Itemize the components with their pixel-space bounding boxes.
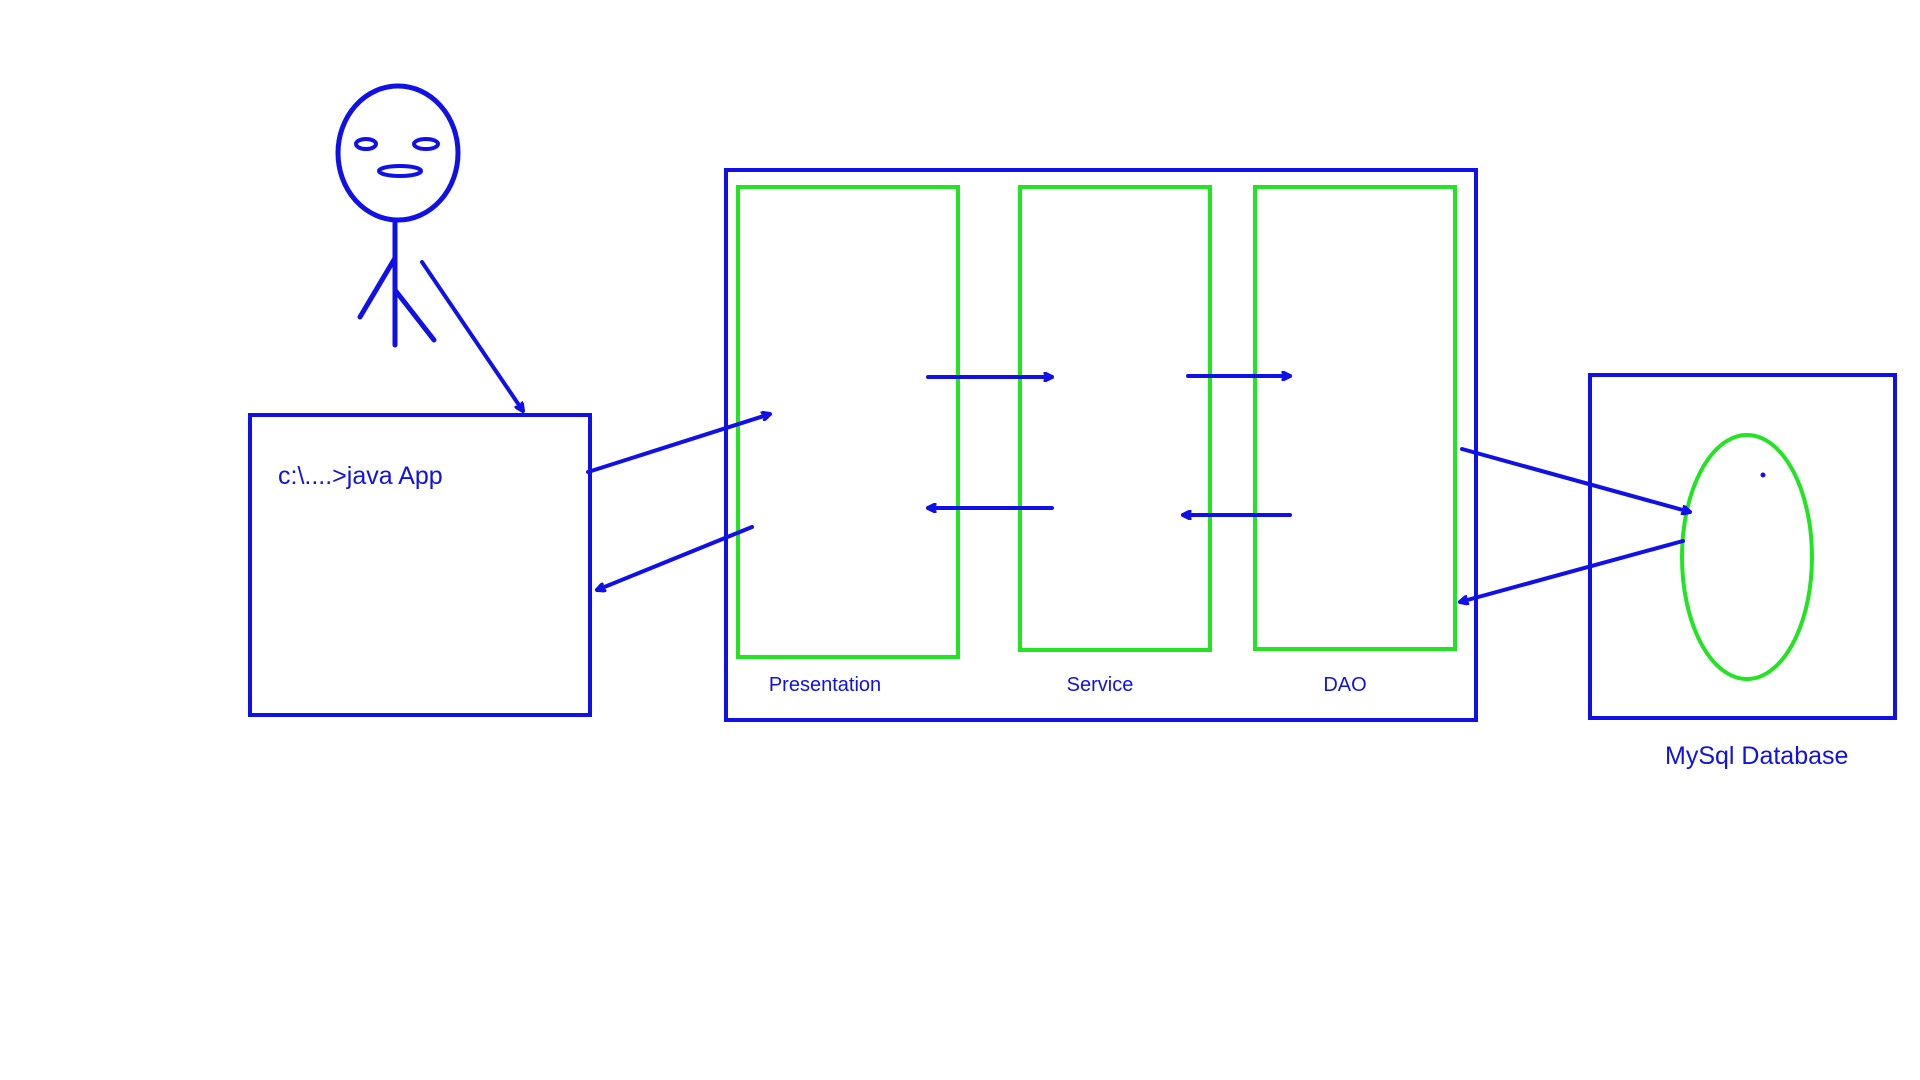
dao-layer-label: DAO	[1323, 674, 1366, 696]
database-to-dao-arrow	[1460, 539, 1685, 602]
user-right-leg	[392, 287, 437, 343]
presentation-layer-label: Presentation	[769, 674, 881, 696]
dao-to-database-arrow	[1460, 447, 1690, 512]
user-to-console-arrow	[420, 260, 523, 411]
user-left-leg	[357, 255, 398, 320]
user-mouth	[377, 164, 423, 178]
console-command-text: c:\....>java App	[278, 462, 443, 490]
database-box	[1588, 373, 1897, 720]
stick-figure-user-icon	[335, 83, 461, 348]
dao-layer-box	[1253, 185, 1457, 651]
service-layer-label: Service	[1067, 674, 1134, 696]
console-to-presentation-arrow	[586, 414, 770, 474]
database-label: MySql Database	[1665, 742, 1848, 770]
application-container	[724, 168, 1478, 722]
console-box	[248, 413, 592, 717]
user-right-eye	[412, 137, 440, 151]
user-left-eye	[354, 137, 378, 151]
presentation-to-console-arrow	[597, 525, 754, 590]
user-head	[335, 83, 461, 223]
database-dot	[1760, 472, 1766, 478]
presentation-layer-box	[736, 185, 960, 659]
database-cylinder-icon	[1680, 433, 1814, 681]
service-layer-box	[1018, 185, 1212, 652]
